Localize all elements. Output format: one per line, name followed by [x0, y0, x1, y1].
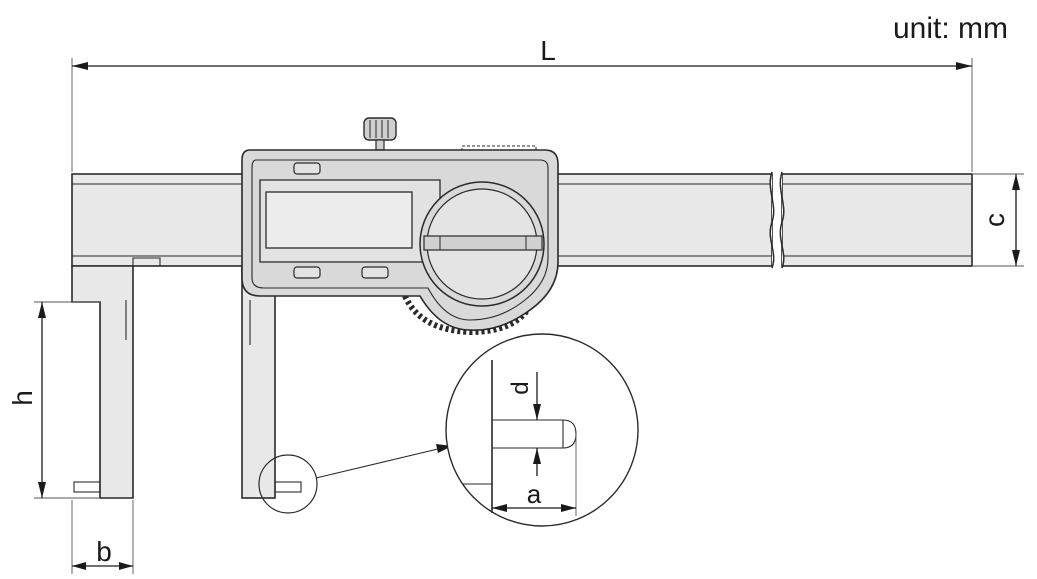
fixed-jaw — [71, 257, 161, 499]
left-bottom-button — [293, 266, 321, 279]
dim-label-a: a — [527, 479, 542, 509]
top-button — [293, 162, 321, 175]
dim-label-c: c — [979, 213, 1010, 227]
dim-label-h: h — [7, 390, 38, 406]
dimension-b: b — [71, 500, 134, 574]
dim-label-L: L — [540, 35, 556, 66]
knurl-wheel — [402, 294, 533, 336]
thumb-knob — [363, 117, 397, 151]
unit-label: unit: mm — [893, 12, 1008, 45]
battery-cover-dial — [419, 181, 545, 307]
dim-label-b: b — [96, 536, 112, 567]
display-unit — [241, 117, 559, 336]
detail-view: d a — [445, 333, 639, 527]
right-bottom-button — [361, 266, 389, 279]
dimension-h: h — [7, 301, 100, 499]
lcd-display — [259, 179, 441, 263]
dim-label-d: d — [507, 381, 534, 394]
dimension-L: L — [71, 35, 973, 172]
dimension-c: c — [972, 173, 1024, 267]
detail-callout — [258, 444, 452, 514]
movable-jaw — [241, 265, 302, 499]
